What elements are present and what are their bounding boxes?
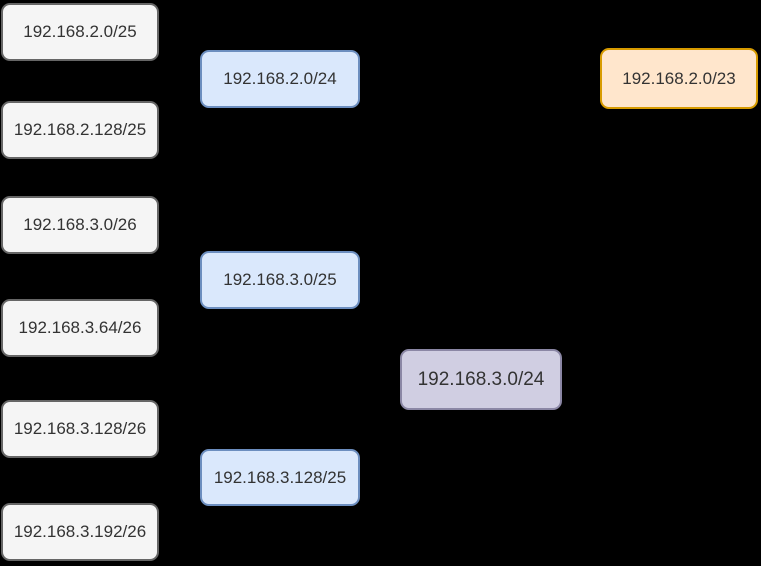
- subnet-box-192-168-2-0-25: 192.168.2.0/25: [1, 3, 159, 61]
- subnet-box-192-168-2-128-25: 192.168.2.128/25: [1, 101, 159, 159]
- summary-box-192-168-2-0-24: 192.168.2.0/24: [200, 50, 360, 108]
- supernet-box-192-168-2-0-23: 192.168.2.0/23: [600, 48, 758, 109]
- aggregate-box-192-168-3-0-24: 192.168.3.0/24: [400, 349, 562, 410]
- subnet-box-192-168-3-0-26: 192.168.3.0/26: [1, 196, 159, 254]
- subnet-box-192-168-3-64-26: 192.168.3.64/26: [1, 299, 159, 357]
- subnet-box-192-168-3-128-26: 192.168.3.128/26: [1, 400, 159, 458]
- subnet-box-192-168-3-192-26: 192.168.3.192/26: [1, 503, 159, 561]
- summary-box-192-168-3-0-25: 192.168.3.0/25: [200, 251, 360, 309]
- summary-box-192-168-3-128-25: 192.168.3.128/25: [200, 449, 360, 506]
